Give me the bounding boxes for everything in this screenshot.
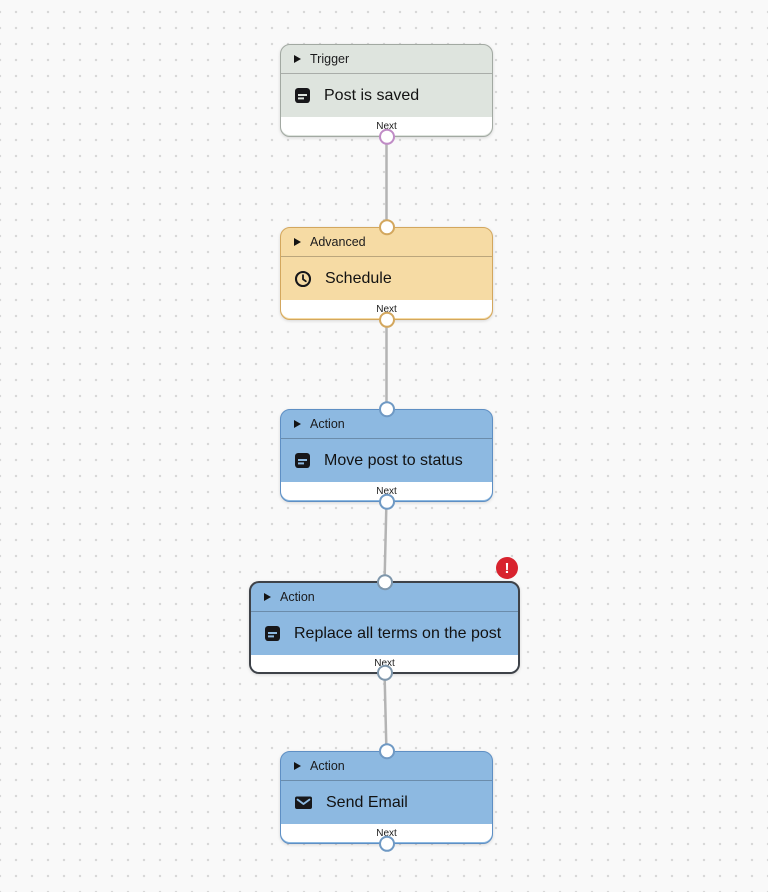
output-port[interactable]: [378, 311, 395, 328]
node-category-label: Action: [310, 759, 345, 773]
post-icon: [265, 626, 280, 641]
output-port[interactable]: [378, 128, 395, 145]
node-header[interactable]: Advanced: [281, 228, 492, 257]
node-title: Schedule: [325, 269, 392, 287]
error-badge: !: [496, 557, 518, 579]
node-trigger-post-is-saved[interactable]: Trigger Post is saved Next: [280, 44, 493, 145]
output-port[interactable]: [378, 493, 395, 510]
input-port[interactable]: [378, 219, 395, 236]
caret-right-icon[interactable]: [264, 593, 271, 601]
caret-right-icon[interactable]: [294, 762, 301, 770]
node-header[interactable]: Action: [281, 410, 492, 439]
input-port[interactable]: [378, 743, 395, 760]
node-category-label: Advanced: [310, 235, 366, 249]
next-port-label: Next: [281, 117, 492, 135]
node-title: Post is saved: [324, 86, 420, 104]
node-category-label: Action: [310, 417, 345, 431]
post-icon: [295, 453, 310, 468]
node-advanced-schedule[interactable]: Advanced Schedule Next: [280, 219, 493, 328]
email-icon: [295, 796, 312, 809]
node-action-replace-all-terms[interactable]: ! Action Replace all terms on the post N…: [249, 557, 520, 681]
input-port[interactable]: [378, 401, 395, 418]
next-port-label: Next: [281, 482, 492, 500]
node-body[interactable]: Replace all terms on the post: [251, 612, 518, 655]
node-category-label: Action: [280, 590, 315, 604]
post-icon: [295, 88, 310, 103]
node-title: Replace all terms on the post: [294, 624, 502, 642]
output-port[interactable]: [378, 835, 395, 852]
node-action-send-email[interactable]: Action Send Email Next: [280, 743, 493, 852]
node-category-label: Trigger: [310, 52, 350, 66]
node-header[interactable]: Action: [251, 583, 518, 612]
node-title: Send Email: [326, 793, 408, 811]
input-port[interactable]: [376, 574, 393, 591]
caret-right-icon[interactable]: [294, 238, 301, 246]
clock-icon: [294, 270, 312, 287]
next-port-label: Next: [281, 300, 492, 318]
output-port[interactable]: [376, 664, 393, 681]
node-header[interactable]: Trigger: [281, 45, 492, 74]
node-action-move-post-to-status[interactable]: Action Move post to status Next: [280, 401, 493, 510]
node-body[interactable]: Send Email: [281, 781, 492, 824]
node-body[interactable]: Post is saved: [281, 74, 492, 117]
caret-right-icon[interactable]: [294, 420, 301, 428]
next-port-label: Next: [281, 824, 492, 842]
node-header[interactable]: Action: [281, 752, 492, 781]
node-title: Move post to status: [324, 451, 463, 469]
next-port-label: Next: [251, 655, 518, 672]
node-body[interactable]: Move post to status: [281, 439, 492, 482]
caret-right-icon[interactable]: [294, 55, 301, 63]
node-body[interactable]: Schedule: [281, 257, 492, 300]
